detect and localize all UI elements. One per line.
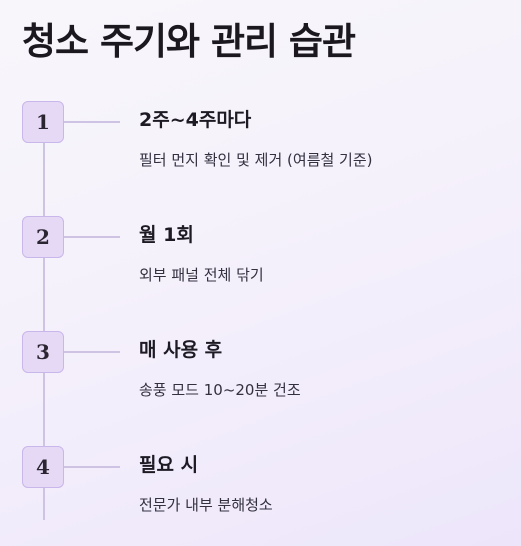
step-title: 필요 시 [139,454,199,476]
page-title: 청소 주기와 관리 습관 [22,20,356,63]
step-connector [64,466,120,468]
step-title: 매 사용 후 [139,339,223,361]
timeline-step-1: 1 2주~4주마다 필터 먼지 확인 및 제거 (여름철 기준) [0,101,521,191]
step-connector [64,351,120,353]
step-description: 송풍 모드 10~20분 건조 [139,381,301,399]
step-number-badge: 1 [22,101,64,143]
step-number-badge: 4 [22,446,64,488]
step-connector [64,121,120,123]
step-description: 외부 패널 전체 닦기 [139,266,264,284]
step-number-badge: 2 [22,216,64,258]
step-number-badge: 3 [22,331,64,373]
timeline-step-3: 3 매 사용 후 송풍 모드 10~20분 건조 [0,331,521,421]
step-title: 2주~4주마다 [139,109,252,131]
step-description: 필터 먼지 확인 및 제거 (여름철 기준) [139,151,373,169]
step-connector [64,236,120,238]
timeline-step-4: 4 필요 시 전문가 내부 분해청소 [0,446,521,536]
step-description: 전문가 내부 분해청소 [139,496,273,514]
step-title: 월 1회 [139,224,194,246]
timeline-step-2: 2 월 1회 외부 패널 전체 닦기 [0,216,521,306]
